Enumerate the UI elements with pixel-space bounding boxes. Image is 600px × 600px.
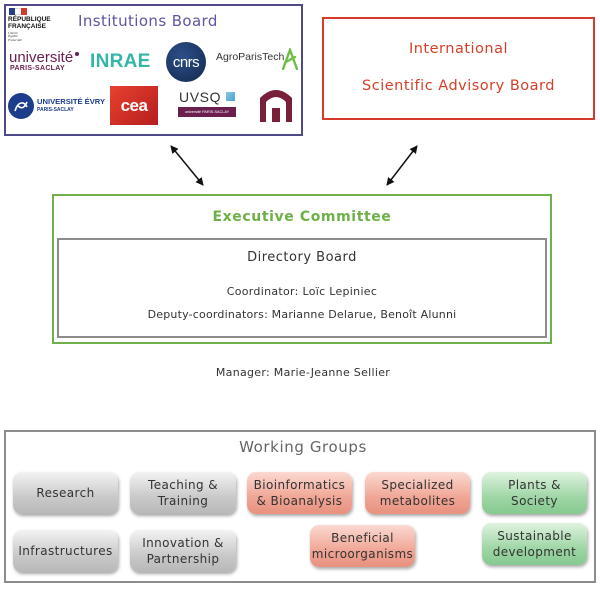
arrow-international-executive <box>386 145 418 186</box>
wg-teaching-training[interactable]: Teaching & Training <box>130 472 236 514</box>
wg-innovation-partnership[interactable]: Innovation & Partnership <box>130 530 236 572</box>
ueve-arch-logo <box>260 90 292 122</box>
institutions-board-title: Institutions Board <box>78 12 218 30</box>
arrow-institutions-executive <box>170 145 204 186</box>
executive-committee-title: Executive Committee <box>212 209 392 225</box>
coordinator-text: Coordinator: Loïc Lepiniec <box>226 285 378 298</box>
executive-committee: Executive Committee <box>52 194 552 344</box>
deputy-coordinators-text: Deputy-coordinators: Marianne Delarue, B… <box>147 308 457 321</box>
wg-plants-society[interactable]: Plants & Society <box>482 472 587 514</box>
wg-research[interactable]: Research <box>13 472 118 514</box>
manager-text: Manager: Marie-Jeanne Sellier <box>215 366 391 379</box>
wg-bioinformatics[interactable]: Bioinformatics & Bioanalysis <box>247 472 352 514</box>
republique-francaise-logo: RÉPUBLIQUE FRANÇAISE Liberté Égalité Fra… <box>8 8 68 48</box>
wg-specialized-metabolites[interactable]: Specialized metabolites <box>365 472 470 514</box>
directory-board: Directory Board Coordinator: Loïc Lepini… <box>57 238 547 338</box>
universite-evry-logo: UNIVERSITÉ ÉVRY PARIS-SACLAY <box>8 93 105 121</box>
cnrs-logo: cnrs <box>166 42 206 82</box>
agroparistech-logo: AgroParisTech <box>216 48 300 72</box>
cea-logo: cea <box>110 86 158 125</box>
working-groups-panel <box>4 430 596 583</box>
directory-board-title: Directory Board <box>247 250 357 265</box>
french-flag-icon <box>9 8 27 15</box>
evry-emblem-icon <box>8 93 34 119</box>
wg-sustainable-development[interactable]: Sustainable development <box>482 523 587 565</box>
universite-paris-saclay-logo: université PARIS-SACLAY <box>8 50 80 76</box>
uvsq-mark-icon <box>226 92 235 101</box>
wg-infrastructures[interactable]: Infrastructures <box>13 530 118 572</box>
international-board-line1: International <box>408 41 509 57</box>
agroparistech-leaf-icon <box>282 48 298 70</box>
uvsq-logo: UVSQ université PARIS-SACLAY <box>178 90 238 122</box>
international-board-line2: Scientific Advisory Board <box>362 78 555 94</box>
inrae-logo: INRAE <box>90 51 151 72</box>
international-advisory-board: International Scientific Advisory Board <box>322 17 595 120</box>
wg-beneficial-microorganisms[interactable]: Beneficial microorganisms <box>310 525 415 567</box>
saclay-dot-icon <box>75 52 79 56</box>
working-groups-title: Working Groups <box>239 438 367 456</box>
